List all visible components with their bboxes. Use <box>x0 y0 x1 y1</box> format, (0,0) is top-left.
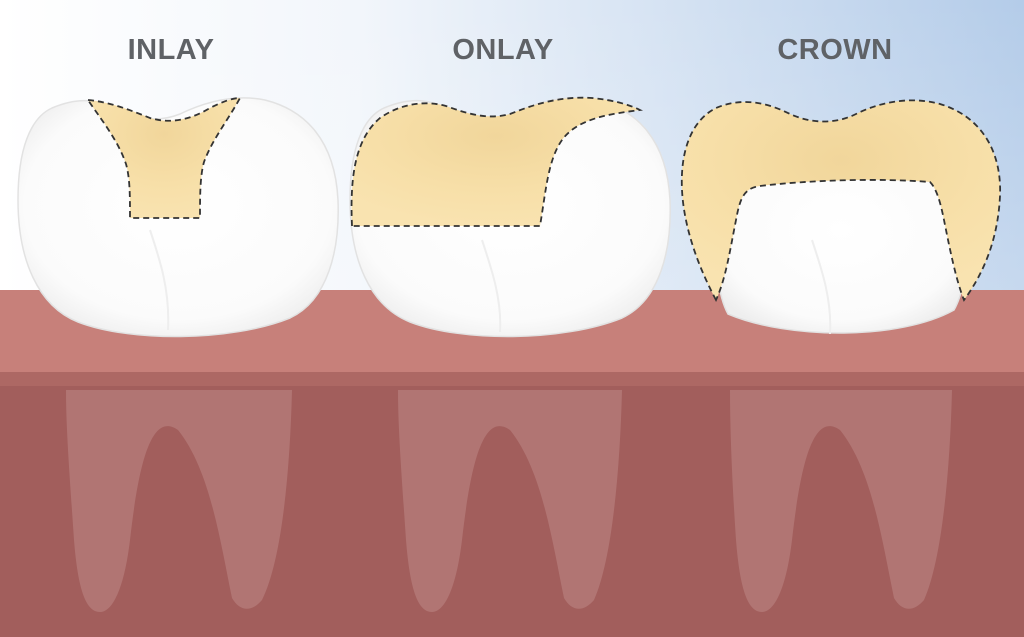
root-onlay <box>398 390 622 612</box>
roots <box>66 390 952 612</box>
tooth-inlay <box>17 97 339 338</box>
inlay-restoration <box>86 97 242 219</box>
tooth-onlay-fissure <box>481 239 502 333</box>
tooth-crown-fissure <box>811 239 832 335</box>
gum-divider <box>0 372 1024 386</box>
tooth-crown <box>680 99 1001 335</box>
label-onlay: ONLAY <box>452 34 554 66</box>
crown-restoration <box>680 99 1001 303</box>
onlay-restoration <box>350 96 644 227</box>
label-crown: CROWN <box>777 34 893 66</box>
tooth-onlay <box>349 96 671 338</box>
root-inlay <box>66 390 292 612</box>
tooth-inlay-fissure <box>149 229 170 331</box>
root-crown <box>730 390 952 612</box>
label-inlay: INLAY <box>127 34 215 66</box>
gum-lower <box>0 372 1024 637</box>
